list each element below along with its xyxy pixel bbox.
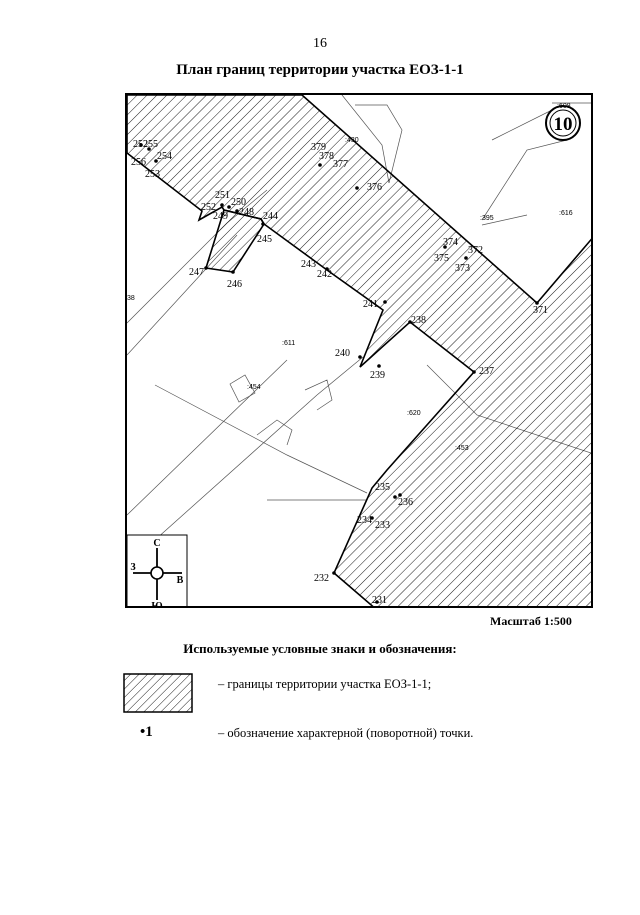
compass-east: В (177, 575, 184, 586)
parcel-labels: :430 :608 :616 :395 :611 :454 :620 :453 38 (127, 103, 573, 452)
point-label: 377 (333, 159, 348, 170)
point-label: 232 (314, 573, 329, 584)
point-label: 243 (301, 259, 316, 270)
point-label: 239 (370, 370, 385, 381)
point-label: 251 (215, 190, 230, 201)
parcel-label: :454 (247, 384, 261, 391)
point-label: 240 (335, 348, 350, 359)
turning-points (139, 143, 539, 604)
point-label: 241 (363, 299, 378, 310)
point-label: 242 (317, 269, 332, 280)
point-label: 254 (157, 151, 172, 162)
legend-item-point: – обозначение характерной (поворотной) т… (218, 726, 474, 740)
point-label: 238 (411, 315, 426, 326)
parcel-label: :616 (559, 210, 573, 217)
parcel-label: :430 (345, 137, 359, 144)
legend-point-symbol: •1 (140, 724, 153, 740)
parcel-label: :608 (557, 103, 571, 110)
parcel-label: :453 (455, 445, 469, 452)
map-scale: Масштаб 1:500 (490, 614, 572, 628)
point-label: 248 (239, 207, 254, 218)
point-label: 244 (263, 211, 278, 222)
point-label: 374 (443, 237, 458, 248)
point-label: 375 (434, 253, 449, 264)
parcel-label: 38 (127, 295, 135, 302)
point-label: 376 (367, 182, 382, 193)
point-label: 246 (227, 279, 242, 290)
point-label: 379 (311, 142, 326, 153)
point-label: 252 (133, 139, 148, 150)
parcel-label: :620 (407, 410, 421, 417)
map-drawing: 10 С Ю В З 25225525425625325125024825224… (127, 95, 591, 608)
legend-title: Используемые условные знаки и обозначени… (183, 641, 457, 656)
point-label: 378 (319, 151, 334, 162)
map-title: План границ территории участка ЕОЗ-1-1 (176, 62, 464, 78)
parcel-label: :395 (480, 215, 494, 222)
point-label: 237 (479, 366, 494, 377)
point-label: 231 (372, 595, 387, 606)
point-label: 245 (257, 234, 272, 245)
point-label: 373 (455, 263, 470, 274)
point-label: 247 (189, 267, 204, 278)
point-label: 236 (398, 497, 413, 508)
point-label: 253 (145, 169, 160, 180)
compass-west: З (130, 562, 135, 573)
point-label: 233 (375, 520, 390, 531)
compass-rose: С Ю В З (127, 534, 188, 608)
point-label: 250 (231, 197, 246, 208)
point-label: 249 (213, 211, 228, 222)
territory-pocket (204, 209, 265, 273)
point-label: 234 (357, 515, 372, 526)
page-number: 16 (313, 36, 327, 51)
point-label: 252 (201, 202, 216, 213)
territory-strip-upper (127, 95, 591, 606)
sheet-number-badge: 10 (545, 105, 581, 141)
point-label: 235 (375, 482, 390, 493)
parcel-label: :611 (282, 340, 295, 347)
point-label: 372 (468, 245, 483, 256)
legend-hatch-swatch (123, 673, 193, 713)
compass-north: С (153, 538, 160, 549)
sheet-number: 10 (554, 114, 573, 135)
legend-item-territory: – границы территории участка ЕОЗ-1-1; (218, 677, 432, 691)
point-label: 256 (131, 157, 146, 168)
compass-south: Ю (151, 601, 162, 608)
point-label: 371 (533, 305, 548, 316)
point-label: 255 (143, 139, 158, 150)
